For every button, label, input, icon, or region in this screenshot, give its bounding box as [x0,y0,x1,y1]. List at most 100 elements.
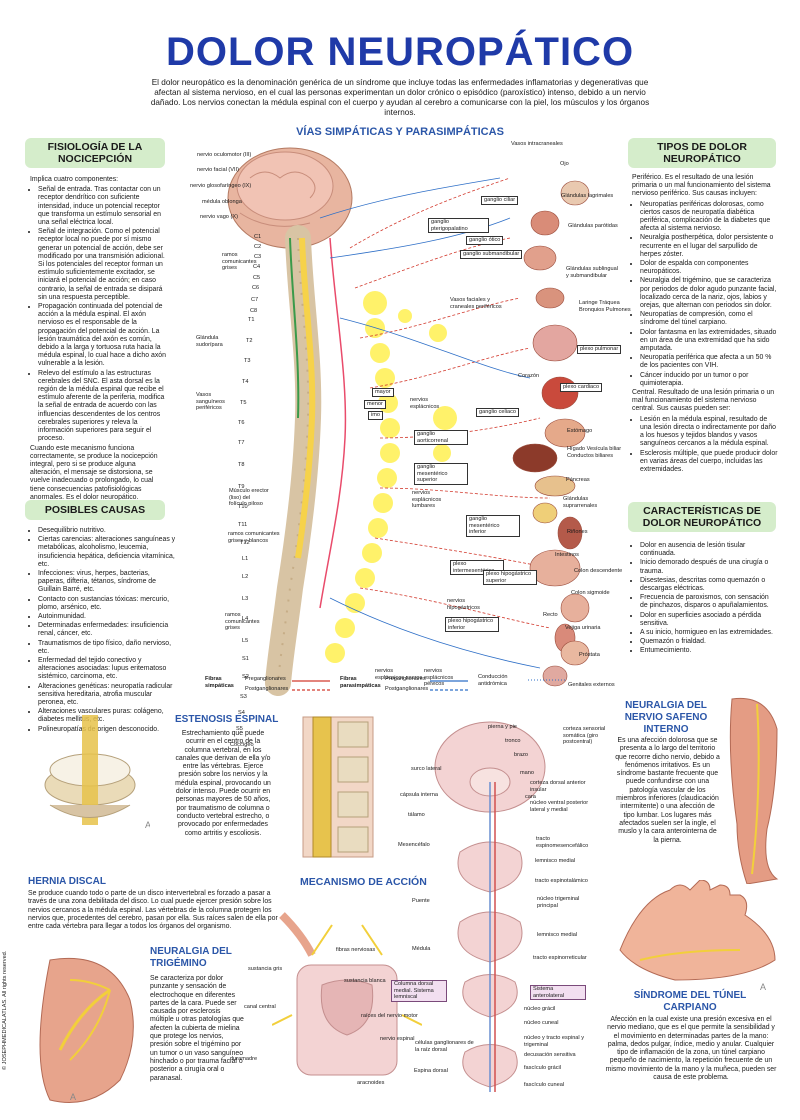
vertebra-label: T2 [246,338,253,344]
organ-label: Hígado Vesícula biliar Conductos biliare… [567,446,622,459]
pathway-label: tracto espinorreticular [533,955,587,961]
brain-pathway-illustration [434,721,546,1092]
svg-text:A: A [760,982,766,992]
vertebra-label: T7 [238,440,245,446]
pathway-label: brazo [514,752,528,758]
tipos-periferico-list: Neuropatías periféricas dolorosas, como … [632,201,778,388]
causas-text: Desequilibrio nutritivo. Ciertas carenci… [30,527,178,735]
pathway-label: Sistema anterolateral [530,985,586,1000]
vertebra-label: T12 [240,540,250,546]
svg-text:A: A [145,820,150,830]
pathway-label: células ganglionares de la raíz dorsal [415,1040,474,1053]
pathway-label: sustancia gris [248,966,283,972]
caracteristicas-list: Dolor en ausencia de lesión tisular cont… [632,542,776,656]
pathway-label: fascículo cuneal [524,1082,565,1088]
organ-label: Vasos faciales y craneales periféricos [450,297,502,310]
svg-text:A: A [70,1092,76,1102]
vertebra-label: C1 [254,234,262,240]
list-item: Infecciones: virus, herpes, bacterias, p… [38,570,178,595]
vias-title: VÍAS SIMPÁTICAS Y PARASIMPÁTICAS [296,126,504,138]
legend-conduccion: Conducción antidrómica [478,674,508,687]
vertebra-label: T5 [240,400,247,406]
vertebra-label: L5 [242,638,249,644]
tunel-title: SÍNDROME DEL TÚNEL CARPIANO [633,990,747,1013]
legend-symp-lines [292,680,330,691]
ganglion-label: menor [364,400,386,409]
vertebra-label: S4 [238,710,245,716]
vertebra-label: C2 [254,244,262,250]
list-item: Disestesias, descritas como quemazón o d… [640,577,776,593]
list-item: Dolor en ausencia de lesión tisular cont… [640,542,776,558]
spinal-section-illustration [302,716,374,858]
ganglion-label: ganglio mesentérico superior [414,463,468,485]
tipos-title: TIPOS DE DOLOR NEUROPÁTICO [657,141,747,165]
list-item: Frecuencia de paroxismos, con sensación … [640,594,776,610]
list-item: Neuralgia postherpética, dolor persisten… [640,234,778,259]
caracteristicas-header-box: CARACTERÍSTICAS DE DOLOR NEUROPÁTICO [628,502,776,532]
page-title: DOLOR NEUROPÁTICO [165,30,635,74]
list-item: Enfermedad del tejido conectivo y altera… [38,657,178,682]
legend-post2: Postganglionares [385,686,429,692]
vertebra-label: L4 [242,616,249,622]
pathway-label: decusación sensitiva [524,1052,576,1058]
hand-illustration: A [619,880,776,992]
vertebra-label: C6 [252,285,260,291]
ganglion-label: plexo hipogástrico superior [483,570,537,585]
vertebra-label: Coccígeo [230,742,254,748]
list-item: Dolor en superficies asociado a pérdida … [640,612,776,628]
organ-label: Genitales externos [568,682,615,688]
pathway-label: fibras nerviosas [336,947,376,953]
organ-label: Páncreas [566,477,590,483]
vertebra-label: L1 [242,556,249,562]
organ-label: plexo pulmonar [577,345,622,354]
organ-label: Corazón [518,373,540,379]
estenosis-text: Estrechamiento que puede ocurrir en el c… [175,730,271,837]
list-item: Señal de integración. Como el potencial … [38,228,168,302]
face-illustration: A [39,957,134,1103]
legend-para: Fibras parasimpáticas [340,676,381,689]
ganglion-label: nervios esplácnicos sacros [375,668,423,681]
copyright: © JOSEPHMEDICALATLAS. All rights reserve… [0,950,14,1070]
leg-illustration [729,697,779,884]
safeno-text: Es una afección dolorosa que se presenta… [615,737,720,844]
pathway-label: núcleo cuneal [524,1020,559,1026]
list-item: Relevo del estímulo a las estructuras ce… [38,370,168,444]
organ-label: Recto [543,612,558,618]
caracteristicas-text: Dolor en ausencia de lesión tisular cont… [632,542,776,657]
vertebra-label: T10 [238,504,248,510]
tipos-periferico: Periférico. Es el resultado de una lesió… [632,174,771,198]
list-item: Polineuropatías de origen desconocido. [38,726,178,734]
organ-label: ganglio ciliar [481,196,519,205]
fisiologia-list: Señal de entrada. Tras contactar con un … [30,186,168,443]
fisiologia-header-box: FISIOLOGÍA DE LA NOCICEPCIÓN [25,138,165,168]
vertebra-label: C7 [251,297,259,303]
ganglion-label: nervios hipogástricos [447,598,480,611]
organ-label: Intestinos [555,552,579,558]
pathway-label: duramadre [230,1056,258,1062]
organ-label: ganglio pterigopalatino [428,218,489,233]
pathway-label: corteza sensorial somática (giro postcen… [563,726,606,745]
tipos-header-box: TIPOS DE DOLOR NEUROPÁTICO [628,138,776,168]
safeno-title: NEURALGIA DEL NERVIO SAFENO INTERNO [624,700,708,735]
organ-label: Colon descendente [574,568,623,574]
pathway-label: raíces del nervio motor [361,1013,418,1019]
label-ramos-grises: ramos comunicantes grises [222,252,257,271]
pathway-label: Columna dorsal medial. Sistema lemniscal [391,980,447,1002]
organ-label: Glándulas lagrimales [561,193,614,199]
spinal-cord-illustration [272,912,422,1076]
vertebra-label: T11 [238,522,248,528]
vertebra-label: S2 [242,674,249,680]
ganglion-label: nervios esplácnicos [410,397,440,410]
pathway-label: tracto espinotalámico [535,878,588,884]
pathway-label: cara [525,794,536,800]
list-item: Inicio demorado después de una cirugía o… [640,559,776,575]
list-item: A su inicio, hormigueo en las extremidad… [640,629,776,637]
vertebra-label: L3 [242,596,249,602]
fisiologia-title: FISIOLOGÍA DE LA NOCICEPCIÓN [47,141,143,165]
hernia-text: Se produce cuando todo o parte de un dis… [28,890,278,931]
list-item: Determinadas enfermedades: insuficiencia… [38,622,178,638]
pathway-label: Médula [412,946,431,952]
vertebra-label: C4 [253,264,261,270]
vertebra-label: T3 [244,358,251,364]
trigemino-text: Se caracteriza por dolor punzante y sens… [150,975,244,1082]
